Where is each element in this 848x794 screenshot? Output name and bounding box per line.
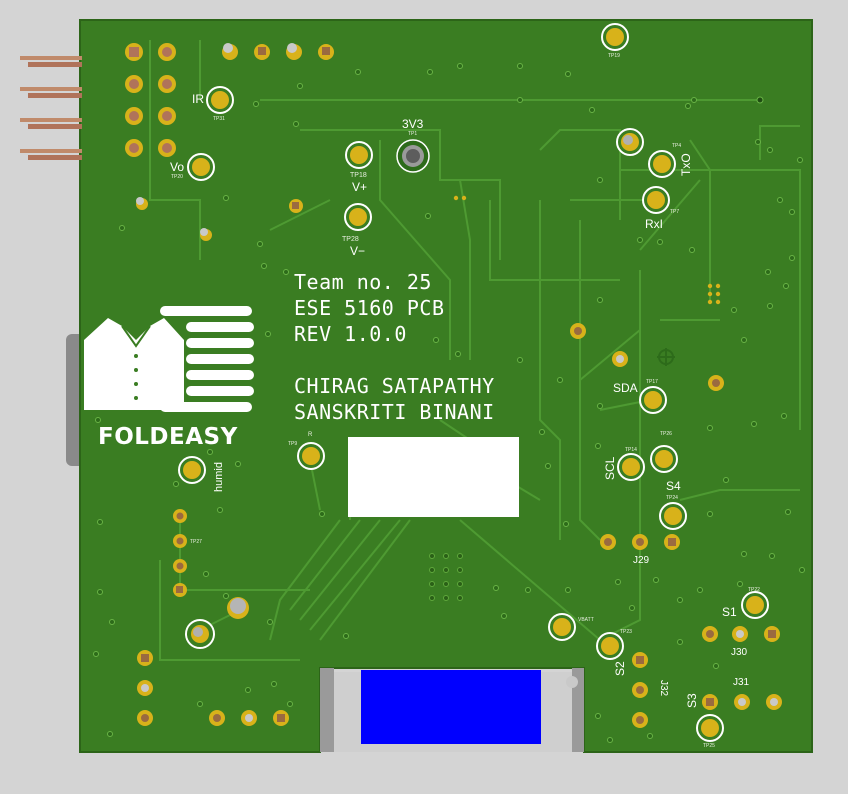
tp-top-right [601, 23, 629, 51]
label-s2: S2 [613, 661, 627, 676]
label-3v3: 3V3 [402, 117, 424, 131]
author-2-text: SANSKRITI BINANI [294, 400, 495, 424]
label-s1: S1 [722, 605, 737, 619]
tp-ir [206, 86, 234, 114]
tp-s2 [596, 632, 624, 660]
revision-text: REV 1.0.0 [294, 322, 407, 346]
plated-pads [136, 197, 782, 728]
label-ir: IR [192, 92, 204, 106]
cutout-shadow-right [572, 668, 584, 752]
tiny-label-tp-s1: TP22 [748, 587, 760, 593]
tiny-label-tp-vo: TP20 [171, 174, 183, 180]
label-sda: SDA [613, 381, 638, 395]
label-s3: S3 [685, 693, 699, 708]
tp-vo [187, 153, 215, 181]
label-vplus: V+ [352, 180, 368, 194]
logo-text: FOLDEASY [98, 424, 238, 450]
tiny-label-tp-s4: TP24 [666, 495, 678, 501]
label-humid: humid [213, 462, 225, 492]
tiny-label-tp18: TP18 [350, 172, 367, 179]
label-txo: TxO [679, 153, 693, 176]
course-text: ESE 5160 PCB [294, 296, 445, 320]
tiny-label-tp-sda: TP17 [646, 379, 658, 385]
header-pins [20, 56, 82, 160]
tp-rxi [642, 186, 670, 214]
tiny-label-tp-mid: TP9 [288, 441, 298, 447]
tp-tx-a [616, 128, 644, 156]
team-number-text: Team no. 25 [294, 270, 432, 294]
vias [93, 63, 805, 743]
tiny-label-tp-s3: TP25 [703, 743, 715, 749]
label-j30: J30 [731, 647, 748, 658]
white-label-patch [348, 437, 519, 517]
tp-right [650, 445, 678, 473]
tp-batt [548, 613, 576, 641]
fiducial-mark [657, 348, 675, 366]
label-j32: J32 [658, 680, 669, 697]
tp-s3 [696, 714, 724, 742]
copper-traces [149, 40, 801, 661]
top-connector-pads [222, 43, 334, 60]
left-header-pads [125, 43, 176, 157]
label-s4: S4 [666, 479, 681, 493]
tiny-label-tp28: TP28 [342, 236, 359, 243]
label-j29: J29 [633, 555, 650, 566]
tp-humid [178, 456, 206, 484]
tp-3v3 [396, 139, 430, 173]
tiny-label-tp-rx: TP7 [670, 209, 680, 215]
tiny-label-tp-right: TP26 [660, 431, 672, 437]
tiny-label-tp-s2: TP23 [620, 629, 632, 635]
tiny-label-tp-batt: VBATT [578, 617, 594, 623]
tp-sda [639, 386, 667, 414]
blue-connector-block [361, 670, 541, 744]
bga-pads [429, 553, 463, 601]
tiny-label-tp-scl: TP14 [625, 447, 637, 453]
label-rxi: RxI [645, 217, 663, 231]
tp-vminus [344, 203, 372, 231]
tp-bottom-left [185, 619, 215, 649]
small-ic-pads [453, 195, 721, 305]
author-1-text: CHIRAG SATAPATHY [294, 374, 495, 398]
label-vo: Vo [170, 160, 185, 174]
tiny-label-tp-tx: TP4 [672, 143, 682, 149]
tp-round-grey [227, 597, 249, 619]
tp-s4 [659, 502, 687, 530]
tiny-label-tp-top: TP19 [608, 53, 620, 59]
test-points [178, 23, 769, 742]
label-scl: SCL [603, 456, 617, 480]
foldeasy-logo-icon [84, 306, 254, 412]
tp-vplus [345, 141, 373, 169]
tiny-label-tp-left: TP27 [190, 539, 202, 545]
tiny-label-tp-3v3: TP1 [408, 131, 418, 137]
tiny-label-tp-r: R [308, 432, 313, 438]
label-vminus: V− [350, 244, 366, 258]
tp-r [297, 442, 325, 470]
tp-txo [648, 150, 676, 178]
cutout-shadow-left [320, 668, 334, 752]
tiny-label-tp-ir: TP31 [213, 116, 225, 122]
tp-scl [617, 453, 645, 481]
tp-s1 [741, 591, 769, 619]
label-j31: J31 [733, 677, 750, 688]
